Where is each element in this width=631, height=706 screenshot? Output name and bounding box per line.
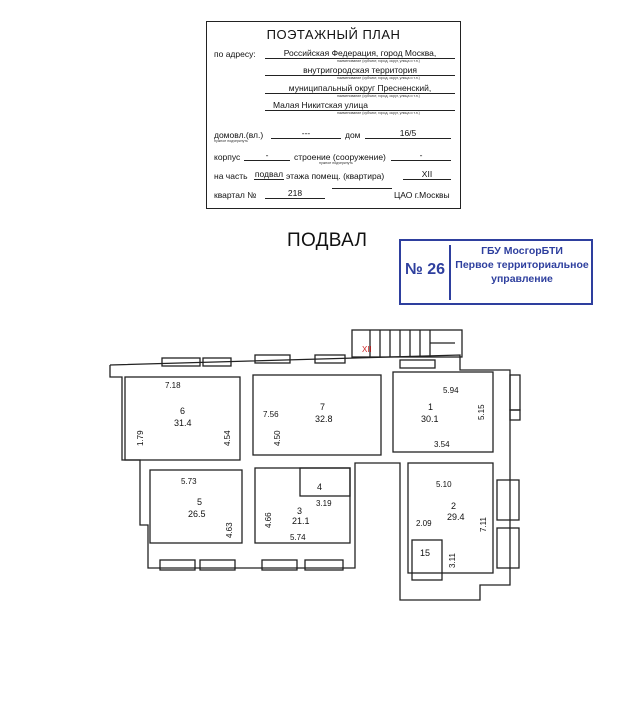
room-6-dim-left: 1.79 bbox=[136, 430, 145, 446]
stamp-org: ГБУ МосгорБТИ Первое территориальное упр… bbox=[453, 244, 591, 286]
part-room: XII bbox=[403, 169, 451, 180]
room-6-dim-right: 4.54 bbox=[223, 430, 232, 446]
kvartal-value: 218 bbox=[265, 188, 325, 199]
room-1-dim-right: 5.15 bbox=[477, 404, 486, 420]
hint-3: наименование (субъект, город, округ, ули… bbox=[337, 94, 420, 98]
stamp-org-line-2: Первое территориальное bbox=[455, 259, 589, 271]
room-7 bbox=[252, 374, 382, 456]
room-7-dim-mid: 4.50 bbox=[273, 430, 282, 446]
room-15-dim-right: 3.11 bbox=[448, 552, 457, 568]
room-5-dim-top: 5.73 bbox=[181, 477, 197, 486]
basement-title: ПОДВАЛ bbox=[287, 230, 368, 251]
room-5-dim-right: 4.63 bbox=[225, 522, 234, 538]
room-5-area: 26.5 bbox=[188, 509, 206, 519]
room-2-dim-right: 7.11 bbox=[479, 516, 488, 532]
floor-plan-form: ПОЭТАЖНЫЙ ПЛАН по адресу: Российская Фед… bbox=[206, 21, 461, 209]
room-4 bbox=[299, 467, 351, 497]
stamp-number: № 26 bbox=[405, 261, 446, 278]
room-6-number: 6 bbox=[180, 406, 185, 416]
stamp-org-line-1: ГБУ МосгорБТИ bbox=[481, 245, 563, 257]
hint-2: наименование (субъект, город, округ, ули… bbox=[337, 76, 420, 80]
room-3-area: 21.1 bbox=[292, 516, 310, 526]
kvartal-org: ЦАО г.Москвы bbox=[394, 190, 450, 200]
part-label: на часть bbox=[214, 171, 248, 181]
address-line-3: муниципальный округ Пресненский, bbox=[265, 83, 455, 94]
room-1-area: 30.1 bbox=[421, 414, 439, 424]
hint-needed-2: нужное подчеркнуть bbox=[319, 161, 353, 165]
stair-label: XII bbox=[362, 345, 372, 354]
address-line-2: внутригородская территория bbox=[265, 65, 455, 76]
stair-block bbox=[351, 329, 463, 358]
dom-label: дом bbox=[345, 130, 361, 140]
room-3-dim-left: 4.66 bbox=[264, 512, 273, 528]
top-windows bbox=[161, 354, 436, 369]
room-2-area: 29.4 bbox=[447, 512, 465, 522]
room-7-dim-left: 7.56 bbox=[263, 410, 279, 419]
room-6 bbox=[124, 376, 241, 461]
bti-stamp: № 26 ГБУ МосгорБТИ Первое территориально… bbox=[399, 239, 593, 305]
room-1-dim-bottom: 3.54 bbox=[434, 440, 450, 449]
room-4-dim-bottom: 3.19 bbox=[316, 499, 332, 508]
room-2 bbox=[407, 462, 494, 574]
outer-wall bbox=[109, 354, 511, 601]
kvartal-label: квартал № bbox=[214, 190, 257, 200]
form-title: ПОЭТАЖНЫЙ ПЛАН bbox=[266, 27, 401, 42]
room-4-number: 4 bbox=[317, 482, 322, 492]
korpus-label: корпус bbox=[214, 152, 241, 162]
room-2-number: 2 bbox=[451, 501, 456, 511]
stamp-divider bbox=[449, 245, 451, 300]
bottom-windows bbox=[159, 559, 344, 571]
stroenie-value: - bbox=[391, 150, 451, 161]
room-1 bbox=[392, 371, 494, 453]
room-1-dim-top: 5.94 bbox=[443, 386, 459, 395]
room-2-dim-top: 5.10 bbox=[436, 480, 452, 489]
kvartal-blank bbox=[332, 188, 392, 189]
korpus-value: - bbox=[244, 150, 290, 161]
room-3-dim-bottom: 5.74 bbox=[290, 533, 306, 542]
room-7-area: 32.8 bbox=[315, 414, 333, 424]
address-line-1: Российская Федерация, город Москва, bbox=[265, 48, 455, 59]
room-5 bbox=[149, 469, 243, 544]
room-6-dim-top: 7.18 bbox=[165, 381, 181, 390]
domovl-label: домовл.(вл.) bbox=[214, 130, 264, 140]
dom-value: 16/5 bbox=[365, 128, 451, 139]
room-15-number: 15 bbox=[420, 548, 430, 558]
address-label: по адресу: bbox=[214, 49, 256, 59]
room-6-area: 31.4 bbox=[174, 418, 192, 428]
stroenie-label: строение (сооружение) bbox=[294, 152, 386, 162]
part-value: подвал bbox=[254, 169, 284, 180]
hint-needed-1: нужное подчеркнуть bbox=[214, 139, 248, 143]
address-line-4: Малая Никитская улица bbox=[265, 100, 455, 111]
stamp-org-line-3: управление bbox=[491, 273, 553, 285]
room-2-dim-left: 2.09 bbox=[416, 519, 432, 528]
room-3 bbox=[254, 467, 351, 544]
room-1-number: 1 bbox=[428, 402, 433, 412]
hint-1: наименование (субъект, город, округ, ули… bbox=[337, 59, 420, 63]
room-5-number: 5 bbox=[197, 497, 202, 507]
right-windows bbox=[496, 374, 521, 569]
room-7-number: 7 bbox=[320, 402, 325, 412]
hint-4: наименование (субъект, город, округ, ули… bbox=[337, 111, 420, 115]
room-3-number: 3 bbox=[297, 506, 302, 516]
part-text: этажа помещ. (квартира) bbox=[286, 171, 385, 181]
room-15 bbox=[411, 539, 443, 581]
domovl-value: --- bbox=[271, 128, 341, 139]
